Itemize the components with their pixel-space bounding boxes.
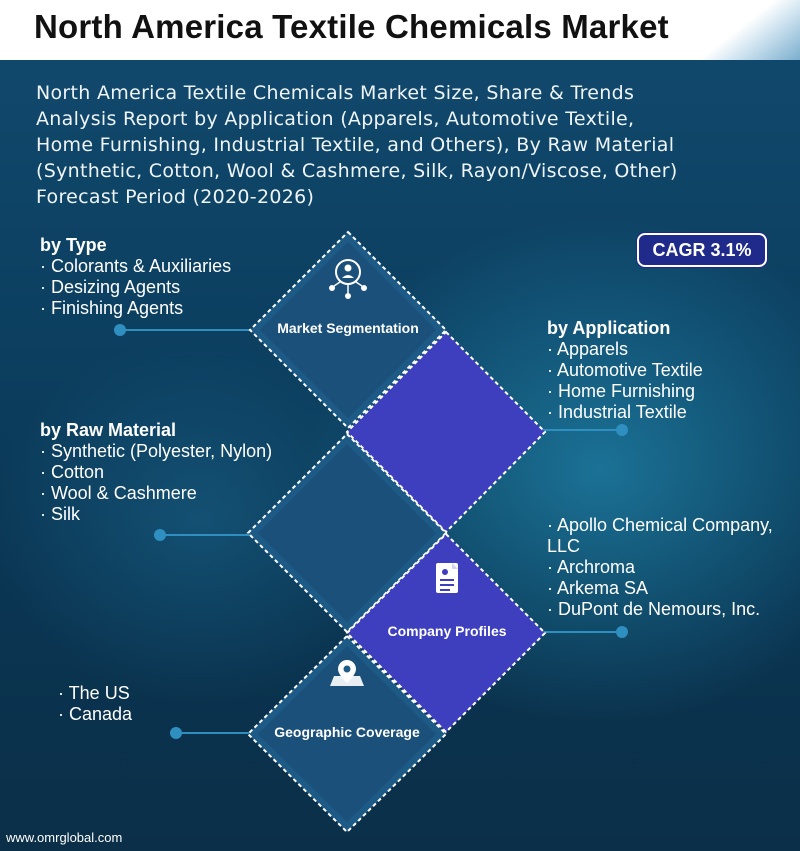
by-application-block: by Application Apparels Automotive Texti… <box>547 318 703 423</box>
node-label-market-segmentation: Market Segmentation <box>277 320 419 336</box>
list-item: Industrial Textile <box>547 402 703 423</box>
diamond-by-application <box>345 330 547 534</box>
list-item: Colorants & Auxiliaries <box>40 256 231 277</box>
by-type-block: by Type Colorants & Auxiliaries Desizing… <box>40 235 231 319</box>
connector-dot-by-application <box>616 424 628 436</box>
list-item: DuPont de Nemours, Inc. <box>547 599 787 620</box>
by-raw-material-heading: by Raw Material <box>40 420 177 440</box>
connector-dot-geographic-coverage <box>170 727 182 739</box>
list-item: Archroma <box>547 557 787 578</box>
list-item: Silk <box>40 504 272 525</box>
list-item: Automotive Textile <box>547 360 703 381</box>
people-network-icon <box>329 259 367 299</box>
list-item: Cotton <box>40 462 272 483</box>
list-item: Canada <box>58 704 132 725</box>
connector-dot-by-type <box>114 324 126 336</box>
list-item: Synthetic (Polyester, Nylon) <box>40 441 272 462</box>
by-raw-material-block: by Raw Material Synthetic (Polyester, Ny… <box>40 420 272 525</box>
connector-dot-by-raw-material <box>154 529 166 541</box>
geography-list-block: The US Canada <box>58 683 132 725</box>
company-list-block: Apollo Chemical Company, LLC Archroma Ar… <box>547 515 787 620</box>
document-icon <box>436 563 458 593</box>
diamond-company-profiles <box>345 532 547 734</box>
cagr-badge: CAGR 3.1% <box>637 233 767 267</box>
node-label-geographic-coverage: Geographic Coverage <box>274 724 420 740</box>
footer-website: www.omrglobal.com <box>6 830 123 845</box>
list-item: Wool & Cashmere <box>40 483 272 504</box>
list-item: Finishing Agents <box>40 298 231 319</box>
diamond-market-segmentation <box>248 230 448 430</box>
report-subtitle: North America Textile Chemicals Market S… <box>36 82 678 208</box>
map-pin-icon <box>330 660 364 686</box>
list-item: Apparels <box>547 339 703 360</box>
title-bar <box>0 0 800 60</box>
by-application-heading: by Application <box>547 318 671 338</box>
list-item: Desizing Agents <box>40 277 231 298</box>
list-item: Home Furnishing <box>547 381 703 402</box>
connector-dot-company-profiles <box>616 626 628 638</box>
diamond-geographic-coverage <box>246 634 448 834</box>
list-item: The US <box>58 683 132 704</box>
list-item: Apollo Chemical Company, LLC <box>547 515 787 557</box>
page-title: North America Textile Chemicals Market <box>34 8 669 45</box>
node-label-company-profiles: Company Profiles <box>387 623 507 639</box>
list-item: Arkema SA <box>547 578 787 599</box>
by-type-heading: by Type <box>40 235 107 255</box>
